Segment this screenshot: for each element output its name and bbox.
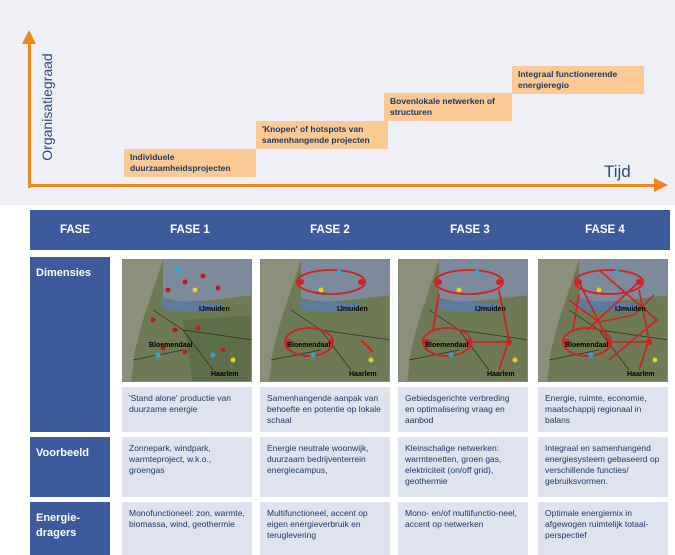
voorbeeld-cell-fase-2: Energie neutrale woonwijk, duurzaam bedr…	[260, 437, 390, 497]
phase-2-map: IJmuiden Bloemendaal Haarlem	[260, 259, 390, 382]
phase-4-map-drawing	[539, 260, 667, 381]
map-label-ijmuiden: IJmuiden	[615, 306, 646, 313]
energiedragers-cell-fase-2: Multifunctioneel, accent op eigen energi…	[260, 502, 390, 555]
x-axis-arrow-icon	[654, 178, 668, 192]
header-fase-4: FASE 4	[585, 224, 625, 236]
phase-3-map-drawing	[399, 260, 527, 381]
y-axis-label: Organisatiegraad	[39, 53, 55, 161]
voorbeeld-cell-fase-1: Zonnepark, windpark, warmteproject, w.k.…	[122, 437, 252, 497]
voorbeeld-cell-fase-3: Kleinschalige netwerken: warmtenetten, g…	[398, 437, 528, 497]
voorbeeld-cell-fase-4: Integraal en samenhangend energiesysteem…	[538, 437, 668, 497]
map-label-ijmuiden: IJmuiden	[475, 306, 506, 313]
dimensies-cell-fase-2: Samenhangende aanpak van behoefte en pot…	[260, 387, 390, 432]
map-label-bloemendaal: Bloemendaal	[425, 342, 469, 349]
header-fase-3: FASE 3	[450, 224, 490, 236]
dimensies-cell-fase-1: 'Stand alone' productie van duurzame ene…	[122, 387, 252, 432]
y-axis-arrow-icon	[22, 30, 36, 44]
stage-1: Individuele duurzaamheidsprojecten	[124, 149, 256, 177]
map-label-haarlem: Haarlem	[349, 371, 377, 378]
map-label-haarlem: Haarlem	[627, 371, 655, 378]
map-label-ijmuiden: IJmuiden	[337, 306, 368, 313]
phase-1-map: IJmuiden Bloemendaal Haarlem	[122, 259, 252, 382]
phase-1-map-drawing	[123, 260, 251, 381]
map-label-haarlem: Haarlem	[211, 371, 239, 378]
stage-3: Bovenlokale netwerken of structuren	[384, 93, 512, 121]
energiedragers-cell-fase-3: Mono- en/of multifunctio-neel, accent op…	[398, 502, 528, 555]
x-axis-line	[28, 184, 656, 187]
header-fase: FASE	[59, 224, 91, 236]
map-label-bloemendaal: Bloemendaal	[149, 342, 193, 349]
stage-4: Integraal functionerende energieregio	[512, 66, 644, 94]
dimensies-cell-fase-3: Gebiedsgerichte verbreding en optimalise…	[398, 387, 528, 432]
map-label-bloemendaal: Bloemendaal	[565, 342, 609, 349]
x-axis-label: Tijd	[604, 162, 631, 181]
row-label-energiedragers: Energie-dragers	[30, 502, 110, 555]
phase-2-map-drawing	[261, 260, 389, 381]
header-fase-1: FASE 1	[170, 224, 210, 236]
energiedragers-cell-fase-4: Optimale energiemix in afgewogen ruimtel…	[538, 502, 668, 555]
organisation-diagram: Organisatiegraad Tijd Individuele duurza…	[0, 0, 675, 205]
row-label-voorbeeld: Voorbeeld	[30, 437, 110, 497]
dimensies-cell-fase-4: Energie, ruimte, economie, maatschappij …	[538, 387, 668, 432]
stage-2: 'Knopen' of hotspots van samenhangende p…	[256, 121, 388, 149]
header-fase-2: FASE 2	[310, 224, 350, 236]
map-label-haarlem: Haarlem	[487, 371, 515, 378]
phase-3-map: IJmuiden Bloemendaal Haarlem	[398, 259, 528, 382]
row-label-dimensies: Dimensies	[30, 257, 110, 432]
map-label-bloemendaal: Bloemendaal	[287, 342, 331, 349]
energiedragers-cell-fase-1: Monofunctioneel: zon, warmte, biomassa, …	[122, 502, 252, 555]
map-label-ijmuiden: IJmuiden	[199, 306, 230, 313]
y-axis-line	[28, 42, 31, 188]
phase-4-map: IJmuiden Bloemendaal Haarlem	[538, 259, 668, 382]
table-header: FASE FASE 1 FASE 2 FASE 3 FASE 4	[30, 210, 670, 250]
